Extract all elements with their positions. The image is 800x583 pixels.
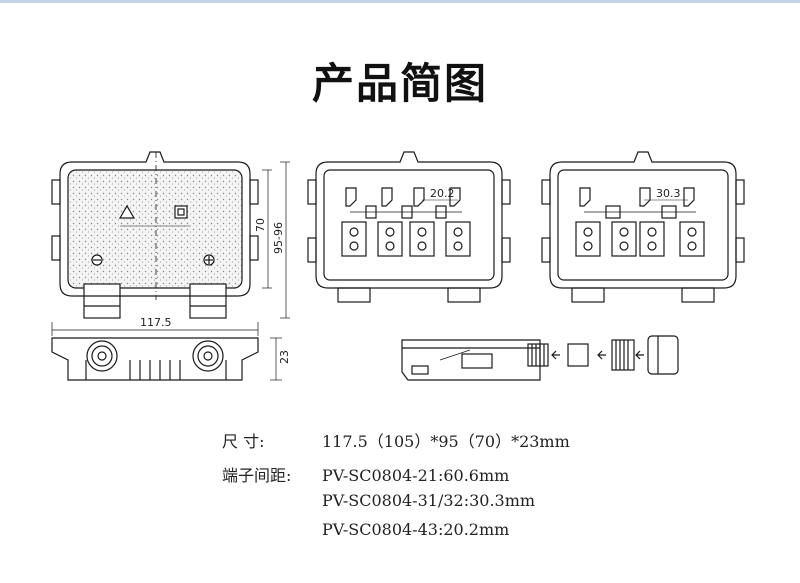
pitch-spec-value-2: PV-SC0804-31/32:30.3mm (322, 491, 536, 510)
pitch-spec-label: 端子间距: (222, 466, 292, 485)
size-spec-label: 尺 寸: (222, 432, 265, 451)
size-spec-row: 尺 寸: 117.5（105）*95（70）*23mm (222, 428, 570, 452)
outer-height-dimension-label: 95-96 (272, 222, 285, 254)
size-spec-value: 117.5（105）*95（70）*23mm (322, 432, 570, 451)
pitch-spec-value-3: PV-SC0804-43:20.2mm (322, 520, 510, 539)
pitch-spec-value-1: PV-SC0804-21:60.6mm (322, 466, 510, 485)
width-dimension-label: 117.5 (140, 316, 172, 329)
page-title: 产品简图 (311, 59, 488, 108)
connector-assembly-view (401, 335, 679, 381)
depth-dimension-label: 23 (278, 350, 291, 364)
pitch-spec-row: 端子间距: PV-SC0804-21:60.6mm (222, 462, 509, 486)
side-view (51, 337, 282, 381)
interior-view-4-terminal (307, 151, 511, 303)
pitch-label-20-2: 20.2 (430, 187, 455, 200)
pitch-spec-row-3: PV-SC0804-43:20.2mm (222, 520, 509, 539)
height-dimension-label: 70 (254, 218, 267, 232)
front-view-lid (51, 151, 290, 336)
interior-view-3-terminal (541, 151, 745, 303)
top-border-line (0, 0, 800, 3)
pitch-label-30-3: 30.3 (656, 187, 681, 200)
pitch-spec-row-2: PV-SC0804-31/32:30.3mm (222, 491, 535, 510)
